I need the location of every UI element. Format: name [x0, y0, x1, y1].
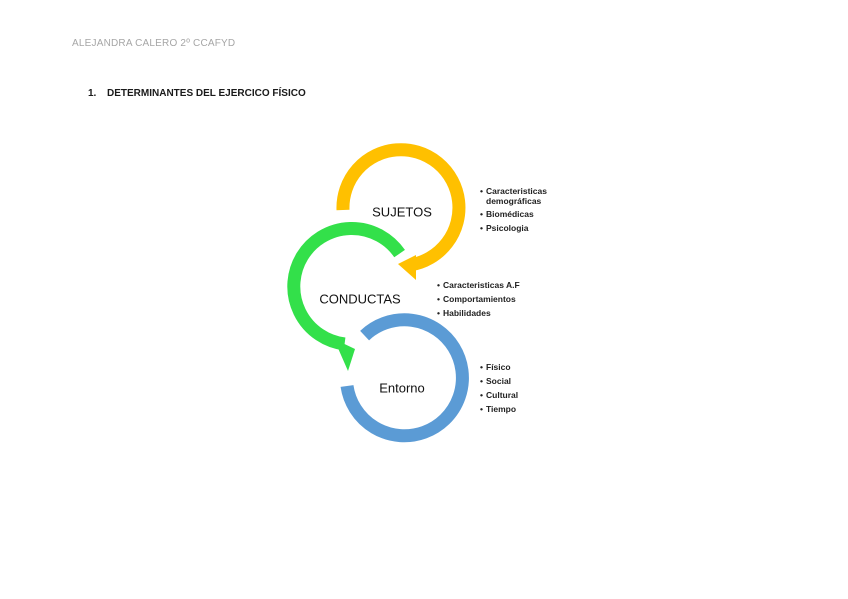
conductas-label: CONDUCTAS	[319, 291, 401, 307]
list-item: Habilidades	[437, 306, 520, 320]
list-item: Biomédicas	[480, 207, 547, 221]
entorno-bullet-list: Físico Social Cultural Tiempo	[480, 360, 518, 416]
sujetos-bullet-list: Caracteristicas demográficas Biomédicas …	[480, 184, 547, 235]
list-item: Caracteristicas	[480, 184, 547, 198]
sujetos-arc	[336, 143, 466, 280]
list-item: Cultural	[480, 388, 518, 402]
list-item: Psicologia	[480, 221, 547, 235]
document-header-author: ALEJANDRA CALERO 2º CCAFYD	[72, 38, 236, 49]
conductas-arrowhead	[334, 339, 355, 371]
section-title: DETERMINANTES DEL EJERCICO FÍSICO	[107, 88, 306, 99]
sujetos-label: SUJETOS	[372, 204, 432, 220]
list-item-continuation: demográficas	[486, 196, 542, 206]
entorno-label: Entorno	[379, 380, 425, 396]
entorno-arc	[340, 313, 469, 443]
section-heading: 1. DETERMINANTES DEL EJERCICO FÍSICO	[88, 88, 306, 99]
section-number: 1.	[88, 88, 97, 99]
list-item: Caracteristicas A.F	[437, 278, 520, 292]
list-item: Tiempo	[480, 402, 518, 416]
conductas-bullet-list: Caracteristicas A.F Comportamientos Habi…	[437, 278, 520, 320]
conductas-arc	[287, 221, 405, 371]
list-item: Social	[480, 374, 518, 388]
list-item: Físico	[480, 360, 518, 374]
list-item: Comportamientos	[437, 292, 520, 306]
sujetos-arrowhead	[398, 255, 416, 280]
